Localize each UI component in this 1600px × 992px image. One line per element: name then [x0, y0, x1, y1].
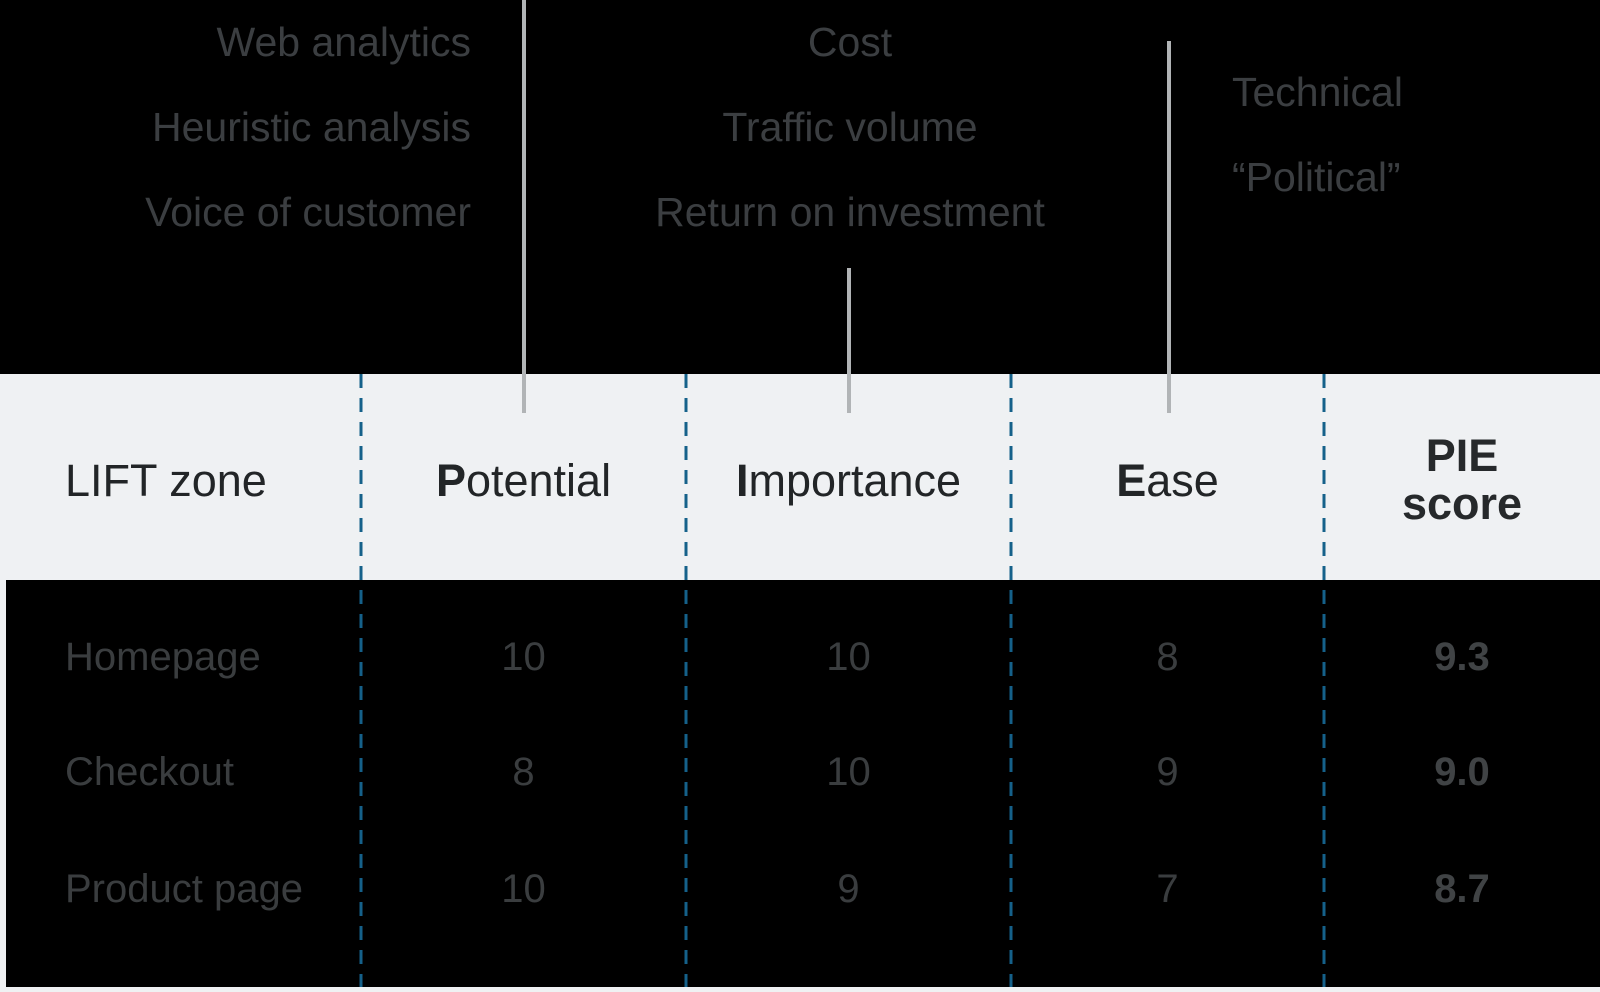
row-product-page-ease-value: 7 [1156, 867, 1179, 911]
annotation-potential-source-3: Voice of customer [145, 189, 471, 235]
row-product-page-potential-value: 10 [501, 867, 546, 911]
header-ease-rest: ase [1146, 455, 1219, 506]
row-homepage-potential-value: 10 [501, 635, 546, 679]
pie-score-header-line1: PIE [1425, 430, 1499, 481]
header-potential-lead-letter: P [435, 455, 466, 506]
row-product-page-pie-score: 8.7 [1434, 867, 1490, 911]
row-checkout-ease-value: 9 [1156, 750, 1179, 794]
annotation-importance-factor-1: Cost [807, 19, 893, 65]
row-homepage-zone-label: Homepage [65, 635, 261, 679]
header-potential-rest: otential [465, 455, 612, 506]
row-product-page-importance-value: 9 [837, 867, 860, 911]
pie-score-header-line2: score [1401, 478, 1523, 529]
header-importance-rest: mportance [748, 455, 962, 506]
row-checkout-zone-label: Checkout [65, 750, 234, 794]
annotation-importance-factor-2: Traffic volume [722, 104, 978, 150]
column-header-potential: Potential [361, 455, 686, 506]
column-header-importance: Importance [686, 455, 1011, 506]
row-checkout-pie-score: 9.0 [1434, 750, 1490, 794]
row-checkout-potential-value: 8 [512, 750, 535, 794]
annotation-potential-source-1: Web analytics [216, 19, 471, 65]
row-homepage-ease-value: 8 [1156, 635, 1179, 679]
column-header-ease: Ease [1011, 455, 1324, 506]
row-product-page-zone-label: Product page [65, 867, 303, 911]
row-checkout-importance-value: 10 [826, 750, 871, 794]
row-homepage-pie-score: 9.3 [1434, 635, 1490, 679]
column-header-pie-score: PIE score [1324, 432, 1600, 528]
annotation-ease-factor-2: “Political” [1232, 154, 1401, 200]
annotation-ease-factor-1: Technical [1232, 69, 1403, 115]
table-body-background [6, 580, 1600, 987]
header-importance-lead-letter: I [735, 455, 749, 506]
row-homepage-importance-value: 10 [826, 635, 871, 679]
annotation-potential-source-2: Heuristic analysis [152, 104, 471, 150]
column-header-lift-zone: LIFT zone [65, 455, 267, 506]
header-ease-lead-letter: E [1116, 455, 1147, 506]
annotation-importance-factor-3: Return on investment [655, 189, 1045, 235]
